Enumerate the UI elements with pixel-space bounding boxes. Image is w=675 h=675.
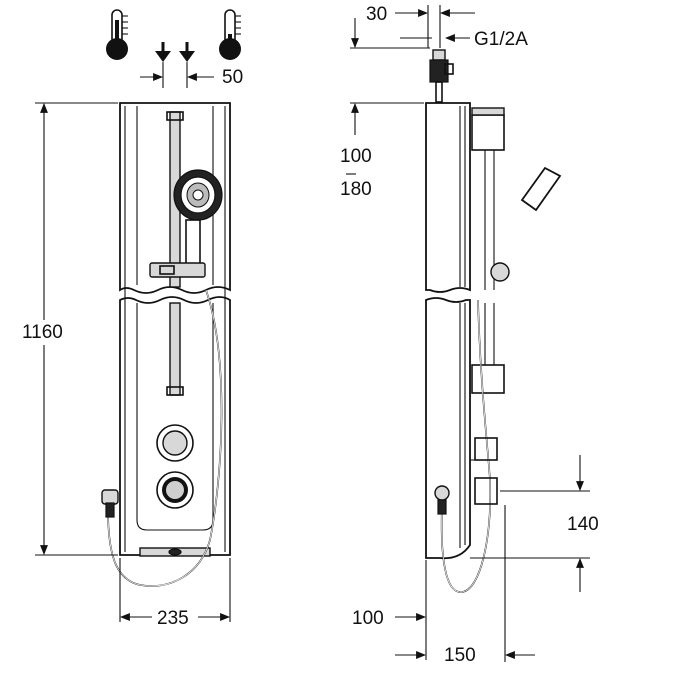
dim-outlet-spacing: 50 (140, 62, 243, 88)
side-mixer-body (470, 437, 498, 505)
temperature-knob (156, 424, 194, 462)
side-slide-rail (471, 303, 505, 394)
hand-shower-side-icon (490, 166, 562, 282)
dim-width-label: 235 (157, 608, 189, 629)
hose-connector-icon (101, 489, 119, 518)
dim-height: 1160 (22, 102, 118, 556)
thermometer-cold-icon (219, 9, 241, 60)
slide-rail (166, 111, 184, 396)
supply-valve-icon (429, 49, 454, 103)
shower-holder (149, 262, 206, 278)
side-hose-connector-icon (434, 485, 450, 515)
dim-width: 235 (119, 558, 231, 629)
dim-outlet-spacing-label: 50 (222, 67, 243, 88)
dim-top-min-label: 100 (340, 146, 372, 167)
dim-top-range: 100 180 (340, 18, 430, 200)
dim-connection-offset-label: 30 (366, 4, 387, 25)
front-view: 50 (22, 9, 243, 629)
side-view: 30 G1/2A 100 180 (340, 4, 599, 666)
dim-wall-offset: 100 (352, 560, 427, 660)
dim-thread-label: G1/2A (474, 29, 528, 50)
dim-height-label: 1160 (22, 322, 63, 343)
dim-depth-label: 150 (444, 645, 476, 666)
thermometer-hot-icon (106, 9, 128, 60)
flow-knob (156, 471, 194, 509)
dim-wall-offset-label: 100 (352, 608, 384, 629)
dim-bottom-offset: 140 (470, 455, 599, 592)
side-shower-hose (440, 299, 492, 593)
supply-arrow-icon (155, 42, 195, 62)
shower-head-icon (173, 169, 223, 266)
dim-thread: G1/2A (400, 29, 528, 50)
dim-bottom-offset-label: 140 (567, 514, 599, 535)
dim-depth: 150 (395, 505, 535, 666)
dim-top-max-label: 180 (340, 179, 372, 200)
dim-connection-offset: 30 (366, 4, 475, 48)
